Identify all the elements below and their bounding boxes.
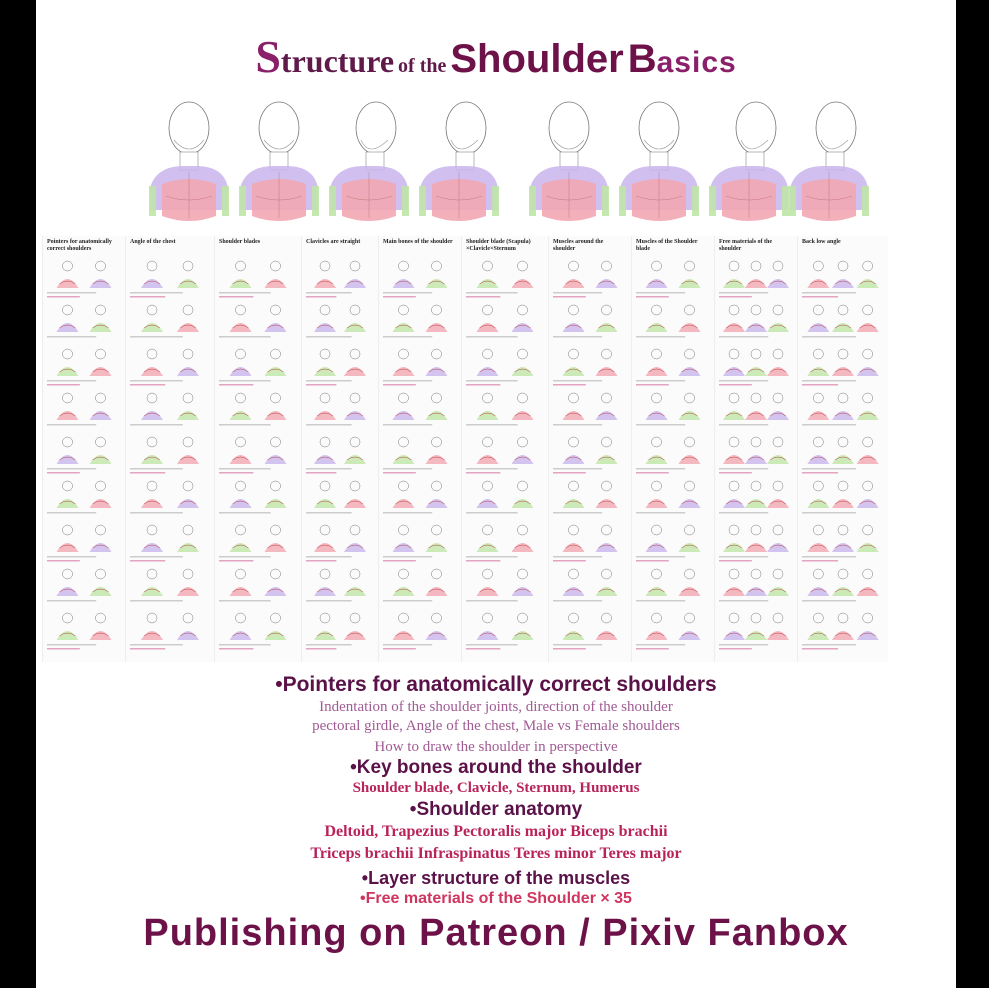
publishing-footer: Publishing on Patreon / Pixiv Fanbox — [143, 912, 849, 954]
collage-panel-heading: Clavicles are straight — [306, 239, 361, 245]
collage-panel: Pointers for anatomically correct should… — [42, 236, 125, 662]
collage-panel-heading: Angle of the chest — [130, 239, 176, 245]
shoulder-figure — [326, 100, 412, 228]
collage-panel: Shoulder blades — [214, 236, 301, 662]
title-basics: asics — [656, 46, 737, 79]
pointers-line-1: Indentation of the shoulder joints, dire… — [319, 699, 673, 715]
collage-panel: Main bones of the shoulder — [378, 236, 461, 662]
title-shoulder: Shoulder — [450, 37, 624, 81]
free-materials-line: •Free materials of the Shoulder × 35 — [360, 890, 632, 907]
shoulder-figure — [236, 100, 322, 228]
shoulder-figure — [146, 100, 232, 228]
collage-panel: Angle of the chest — [125, 236, 214, 662]
bones-heading: •Key bones around the shoulder — [350, 757, 642, 778]
title-initial-s: S — [255, 31, 281, 82]
page-title: Structure of the Shoulder Basics — [36, 30, 956, 83]
pointers-heading: •Pointers for anatomically correct shoul… — [275, 673, 717, 696]
collage-panel-heading: Shoulder blade (Scapula) ×Clavicle×Stern… — [466, 239, 531, 252]
anatomy-heading: •Shoulder anatomy — [409, 799, 583, 820]
pointers-line-3: How to draw the shoulder in perspective — [374, 739, 618, 755]
collage-panel: Back low angle — [797, 236, 888, 662]
collage-panel: Muscles around the shoulder — [548, 236, 631, 662]
collage-panel: Clavicles are straight — [301, 236, 378, 662]
bones-line: Shoulder blade, Clavicle, Sternum, Humer… — [352, 780, 640, 796]
title-initial-b: B — [627, 37, 657, 81]
contents-list: •Pointers for anatomically correct shoul… — [36, 672, 956, 909]
collage-panel-heading: Muscles of the Shoulder blade — [636, 239, 698, 252]
title-of-the: of the — [398, 55, 447, 77]
collage-panel-heading: Pointers for anatomically correct should… — [47, 239, 112, 252]
title-structure: tructure — [280, 43, 395, 79]
collage-panel-heading: Back low angle — [802, 239, 841, 245]
shoulder-figure — [416, 100, 502, 228]
pointers-line-2: pectoral girdle, Angle of the chest, Mal… — [312, 718, 680, 734]
anatomy-line-1: Deltoid, Trapezius Pectoralis major Bice… — [324, 823, 668, 840]
collage-panel: Muscles of the Shoulder blade — [631, 236, 714, 662]
shoulder-figure — [786, 100, 872, 228]
poster: Structure of the Shoulder Basics Pointer… — [36, 0, 956, 988]
collage-panel-heading: Main bones of the shoulder — [383, 239, 453, 245]
collage-panel-heading: Free materials of the shoulder — [719, 239, 773, 252]
collage-panel-heading: Shoulder blades — [219, 239, 261, 245]
collage-panel-heading: Muscles around the shoulder — [553, 239, 604, 252]
layer-heading: •Layer structure of the muscles — [361, 868, 631, 888]
shoulder-figure — [706, 100, 792, 228]
anatomy-line-2: Triceps brachii Infraspinatus Teres mino… — [310, 845, 682, 862]
shoulder-figures-row — [146, 100, 869, 230]
collage-panel: Shoulder blade (Scapula) ×Clavicle×Stern… — [461, 236, 548, 662]
shoulder-figure — [526, 100, 612, 228]
collage-panel: Free materials of the shoulder — [714, 236, 797, 662]
page-collage: Pointers for anatomically correct should… — [42, 236, 942, 662]
shoulder-figure — [616, 100, 702, 228]
